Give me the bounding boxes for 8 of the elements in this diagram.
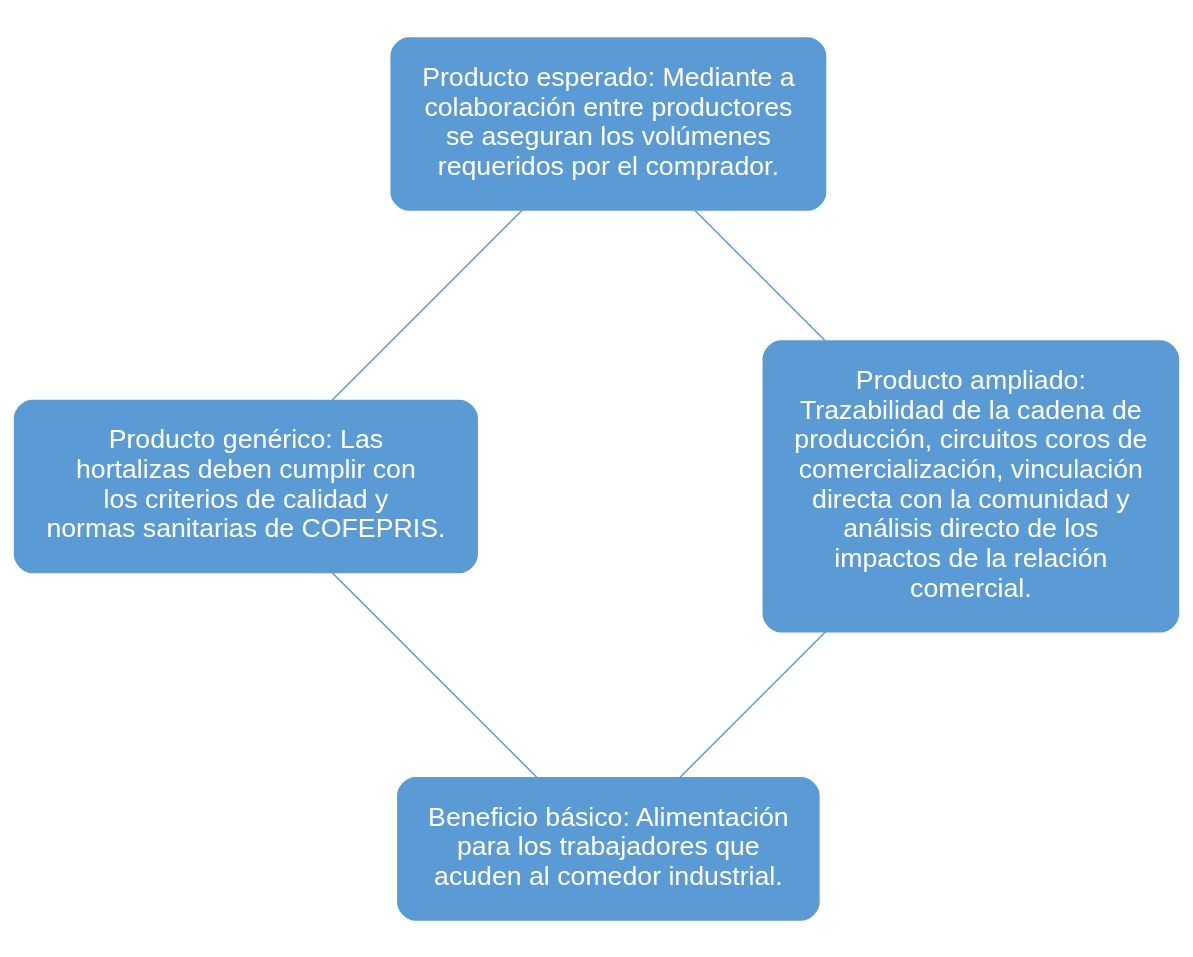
node-box: Producto genérico: Las hortalizas deben cumplir con los criterios de calidad y normas sanitarias de COFEPRIS. bbox=[13, 399, 478, 573]
connector bbox=[331, 209, 523, 401]
connector bbox=[694, 209, 826, 341]
node-box: Producto esperado: Mediante a colaboración entre productores se aseguran los volúmenes requeridos por el comprador. bbox=[390, 36, 827, 211]
connector bbox=[678, 630, 827, 778]
connector bbox=[331, 571, 538, 778]
node-box: Producto ampliado: Trazabilidad de la cadena de producción, circuitos coros de comercialización, vinculación directa con la comunidad y análisis directo de los impactos de la relación comercial. bbox=[762, 339, 1180, 632]
node-box: Beneficio básico: Alimentación para los trabajadores que acuden al comedor industrial. bbox=[397, 776, 820, 921]
